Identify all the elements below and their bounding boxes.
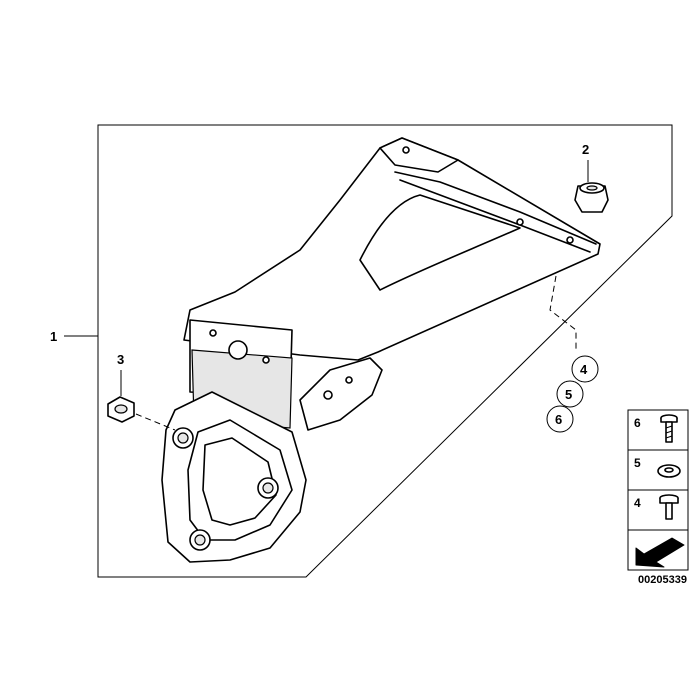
callout-5-circle xyxy=(556,380,584,408)
legend-number-4: 4 xyxy=(634,496,641,510)
callout-1: 1 xyxy=(50,329,57,344)
legend-number-5: 5 xyxy=(634,456,641,470)
legend-box: 6 5 4 xyxy=(627,409,689,571)
nut-part xyxy=(107,396,135,423)
callout-6: 6 xyxy=(555,412,562,427)
bolt-icon xyxy=(659,494,679,520)
legend-number-6: 6 xyxy=(634,416,641,430)
direction-arrow-icon xyxy=(635,537,685,568)
lower-holder-plate xyxy=(161,391,307,563)
fitting-line xyxy=(549,275,577,352)
diagram-id: 00205339 xyxy=(638,574,687,586)
screw-icon xyxy=(660,414,678,443)
license-plate-bracket xyxy=(183,137,601,431)
callout-4-circle xyxy=(571,355,599,383)
callout-3: 3 xyxy=(117,352,124,367)
nut-fitting-line xyxy=(135,413,176,431)
callout-4: 4 xyxy=(580,362,588,377)
callout-2: 2 xyxy=(582,142,589,157)
assembly-frame xyxy=(97,124,673,578)
callout-6-circle xyxy=(546,405,574,433)
callout-5: 5 xyxy=(565,387,572,402)
grommet-part xyxy=(574,182,609,213)
washer-icon xyxy=(657,464,681,478)
